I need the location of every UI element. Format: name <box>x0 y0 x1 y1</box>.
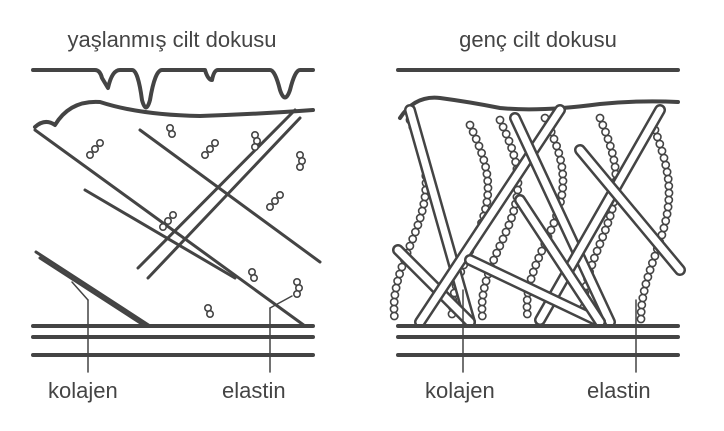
young-collagen-label: kolajen <box>425 378 495 403</box>
elastin-fragment <box>292 277 303 298</box>
elastin-fragment <box>166 124 177 139</box>
elastin-fragment <box>251 131 262 152</box>
elastin-fragment <box>248 267 259 282</box>
aged-collagen-fibers <box>33 108 322 328</box>
young-dermis-boundary <box>398 95 680 120</box>
collagen-fiber <box>146 116 302 280</box>
collagen-fiber <box>34 250 152 328</box>
collagen-fiber <box>138 128 322 264</box>
collagen-fiber <box>38 256 147 328</box>
collagen-fiber <box>464 254 606 328</box>
elastin-fragment <box>295 151 306 172</box>
elastin-fragment <box>201 139 220 160</box>
elastin-fragment <box>204 303 215 318</box>
collagen-fiber <box>414 104 566 328</box>
collagen-fiber <box>392 244 476 328</box>
aged-elastin-label: elastin <box>222 378 286 403</box>
young-skin-title: genç cilt dokusu <box>459 27 617 52</box>
collagen-fiber <box>136 108 297 270</box>
young-basement-lines <box>396 324 680 357</box>
aged-epidermis-surface <box>31 68 315 110</box>
aged-skin-panel: yaşlanmış cilt dokusu kolajen elastin <box>31 27 322 403</box>
aged-skin-title: yaşlanmış cilt dokusu <box>67 27 276 52</box>
aged-collagen-label: kolajen <box>48 378 118 403</box>
collagen-fiber <box>83 188 237 280</box>
elastin-fragment <box>86 139 105 160</box>
elastin-fragment <box>159 211 178 232</box>
collagen-fiber <box>574 144 686 276</box>
aged-dermis-boundary <box>33 99 315 129</box>
aged-basement-lines <box>31 324 315 357</box>
collagen-fiber <box>404 104 476 328</box>
collagen-fiber <box>33 128 307 328</box>
elastin-fragment <box>265 191 284 212</box>
young-skin-panel: genç cilt dokusu kolajen elastin <box>389 27 686 403</box>
aged-elastin-fragments <box>86 124 306 318</box>
collagen-fiber <box>514 194 606 328</box>
collagen-fiber <box>509 112 616 328</box>
collagen-fiber <box>534 104 666 326</box>
young-elastin-label: elastin <box>587 378 651 403</box>
young-collagen-fibers <box>392 104 686 328</box>
